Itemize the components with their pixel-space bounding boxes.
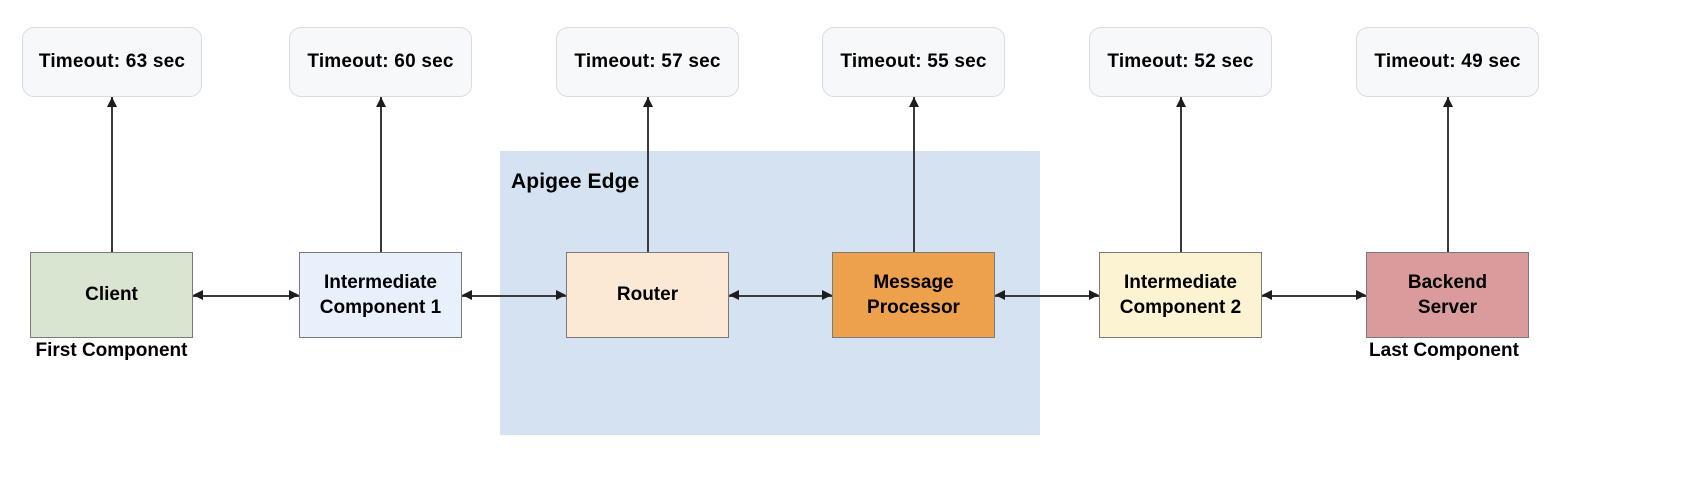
arrow-right-icon bbox=[289, 290, 299, 301]
timeout-connector-line bbox=[111, 97, 113, 252]
timeout-connector-line bbox=[380, 97, 382, 252]
component-node-label: Intermediate Component 2 bbox=[1119, 271, 1242, 318]
timeout-badge: Timeout: 49 sec bbox=[1356, 27, 1539, 97]
timeout-connector-line bbox=[647, 97, 649, 252]
component-node-label: Message Processor bbox=[867, 271, 960, 318]
component-caption: First Component bbox=[35, 340, 188, 361]
timeout-badge-label: Timeout: 49 sec bbox=[1374, 51, 1521, 72]
arrow-left-icon bbox=[995, 290, 1005, 301]
component-link-line bbox=[729, 295, 832, 297]
timeout-badge-label: Timeout: 60 sec bbox=[307, 51, 454, 72]
arrow-left-icon bbox=[729, 290, 739, 301]
component-node-label: Client bbox=[85, 284, 138, 306]
component-node-label: Router bbox=[616, 284, 679, 306]
component-node[interactable]: Backend Server bbox=[1366, 252, 1529, 338]
component-node-label: Backend Server bbox=[1407, 271, 1488, 318]
apigee-edge-region-label: Apigee Edge bbox=[511, 170, 640, 193]
arrow-up-icon bbox=[1442, 97, 1453, 107]
component-link-line bbox=[193, 295, 299, 297]
component-link-line bbox=[462, 295, 566, 297]
component-node[interactable]: Intermediate Component 1 bbox=[299, 252, 462, 338]
arrow-up-icon bbox=[642, 97, 653, 107]
component-node[interactable]: Intermediate Component 2 bbox=[1099, 252, 1262, 338]
timeout-badge: Timeout: 52 sec bbox=[1089, 27, 1272, 97]
component-node[interactable]: Message Processor bbox=[832, 252, 995, 338]
arrow-right-icon bbox=[822, 290, 832, 301]
timeout-badge: Timeout: 63 sec bbox=[22, 27, 202, 97]
timeout-badge: Timeout: 57 sec bbox=[556, 27, 739, 97]
component-link-line bbox=[1262, 295, 1366, 297]
component-link-line bbox=[995, 295, 1099, 297]
arrow-up-icon bbox=[908, 97, 919, 107]
timeout-badge: Timeout: 55 sec bbox=[822, 27, 1005, 97]
arrow-up-icon bbox=[106, 97, 117, 107]
arrow-right-icon bbox=[556, 290, 566, 301]
timeout-badge-label: Timeout: 57 sec bbox=[574, 51, 721, 72]
arrow-left-icon bbox=[1262, 290, 1272, 301]
timeout-connector-line bbox=[1180, 97, 1182, 252]
timeout-badge-label: Timeout: 63 sec bbox=[38, 51, 186, 72]
component-node-label: Intermediate Component 1 bbox=[319, 271, 442, 318]
component-node[interactable]: Client bbox=[30, 252, 193, 338]
component-caption: Last Component bbox=[1369, 340, 1519, 361]
timeout-badge: Timeout: 60 sec bbox=[289, 27, 472, 97]
timeout-badge-label: Timeout: 55 sec bbox=[840, 51, 987, 72]
arrow-up-icon bbox=[375, 97, 386, 107]
arrow-left-icon bbox=[193, 290, 203, 301]
arrow-right-icon bbox=[1356, 290, 1366, 301]
arrow-right-icon bbox=[1089, 290, 1099, 301]
timeout-connector-line bbox=[1447, 97, 1449, 252]
arrow-up-icon bbox=[1175, 97, 1186, 107]
arrow-left-icon bbox=[462, 290, 472, 301]
timeout-badge-label: Timeout: 52 sec bbox=[1107, 51, 1254, 72]
timeout-connector-line bbox=[913, 97, 915, 252]
component-node[interactable]: Router bbox=[566, 252, 729, 338]
